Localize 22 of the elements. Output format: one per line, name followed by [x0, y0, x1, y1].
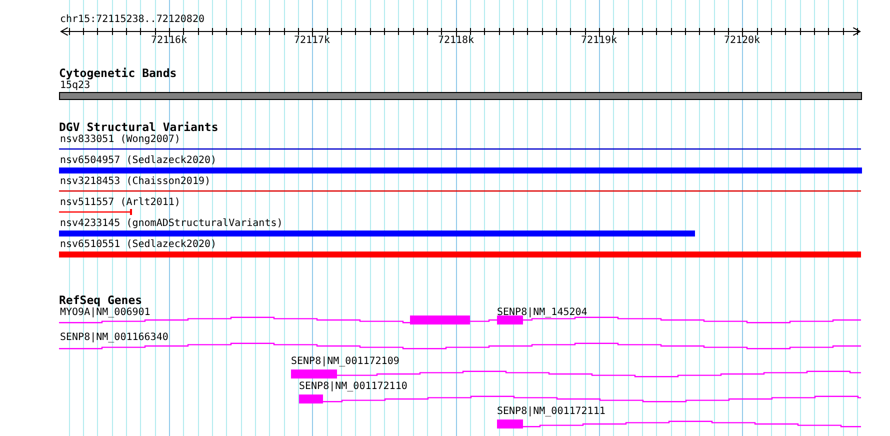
feature-label: MYO9A|NM_006901: [60, 307, 150, 319]
tick-label: 72120k: [724, 35, 760, 47]
track-title: DGV Structural Variants: [59, 121, 218, 134]
feature-label: nsv6504957 (Sedlazeck2020): [60, 155, 217, 167]
feature-label: SENP8|NM_001166340: [60, 332, 168, 344]
feature-label: nsv6510551 (Sedlazeck2020): [60, 239, 217, 251]
feature-label: SENP8|NM_145204: [497, 307, 588, 319]
feature-label: nsv511557 (Arlt2011): [60, 197, 180, 209]
track-title: RefSeq Genes: [59, 294, 142, 307]
tick-label: 72118k: [438, 35, 474, 47]
location-label: chr15:72115238..72120820: [60, 14, 204, 26]
feature-label: SENP8|NM_001172109: [291, 356, 400, 368]
tick-label: 72119k: [580, 35, 618, 47]
tick-label: 72117k: [294, 35, 330, 47]
track-title: Cytogenetic Bands: [59, 67, 177, 80]
tick-label: 72116k: [150, 35, 188, 47]
feature-label: nsv3218453 (Chaisson2019): [60, 176, 211, 188]
feature-label: SENP8|NM_001172111: [497, 406, 606, 418]
feature-label: SENP8|NM_001172110: [299, 381, 408, 393]
feature-label: nsv4233145 (gnomADStructuralVariants): [60, 218, 283, 230]
feature-label: 15q23: [60, 80, 90, 92]
feature-label: nsv833051 (Wong2007): [60, 134, 180, 146]
